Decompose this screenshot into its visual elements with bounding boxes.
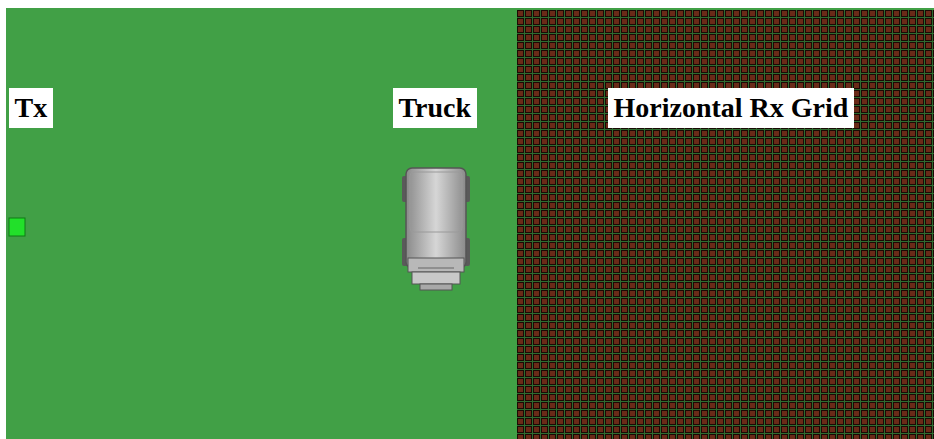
label-text: Truck [399,90,472,126]
label-text: Horizontal Rx Grid [614,90,849,126]
truck-illustration [402,168,470,290]
grid-label-box: Horizontal Rx Grid [608,88,855,128]
ground-plane [6,8,934,439]
transmitter [9,218,25,236]
tx-label-box: Tx [9,88,54,128]
receiver-grid [517,10,934,439]
label-text: Tx [15,90,48,126]
truck-label-box: Truck [393,88,478,128]
